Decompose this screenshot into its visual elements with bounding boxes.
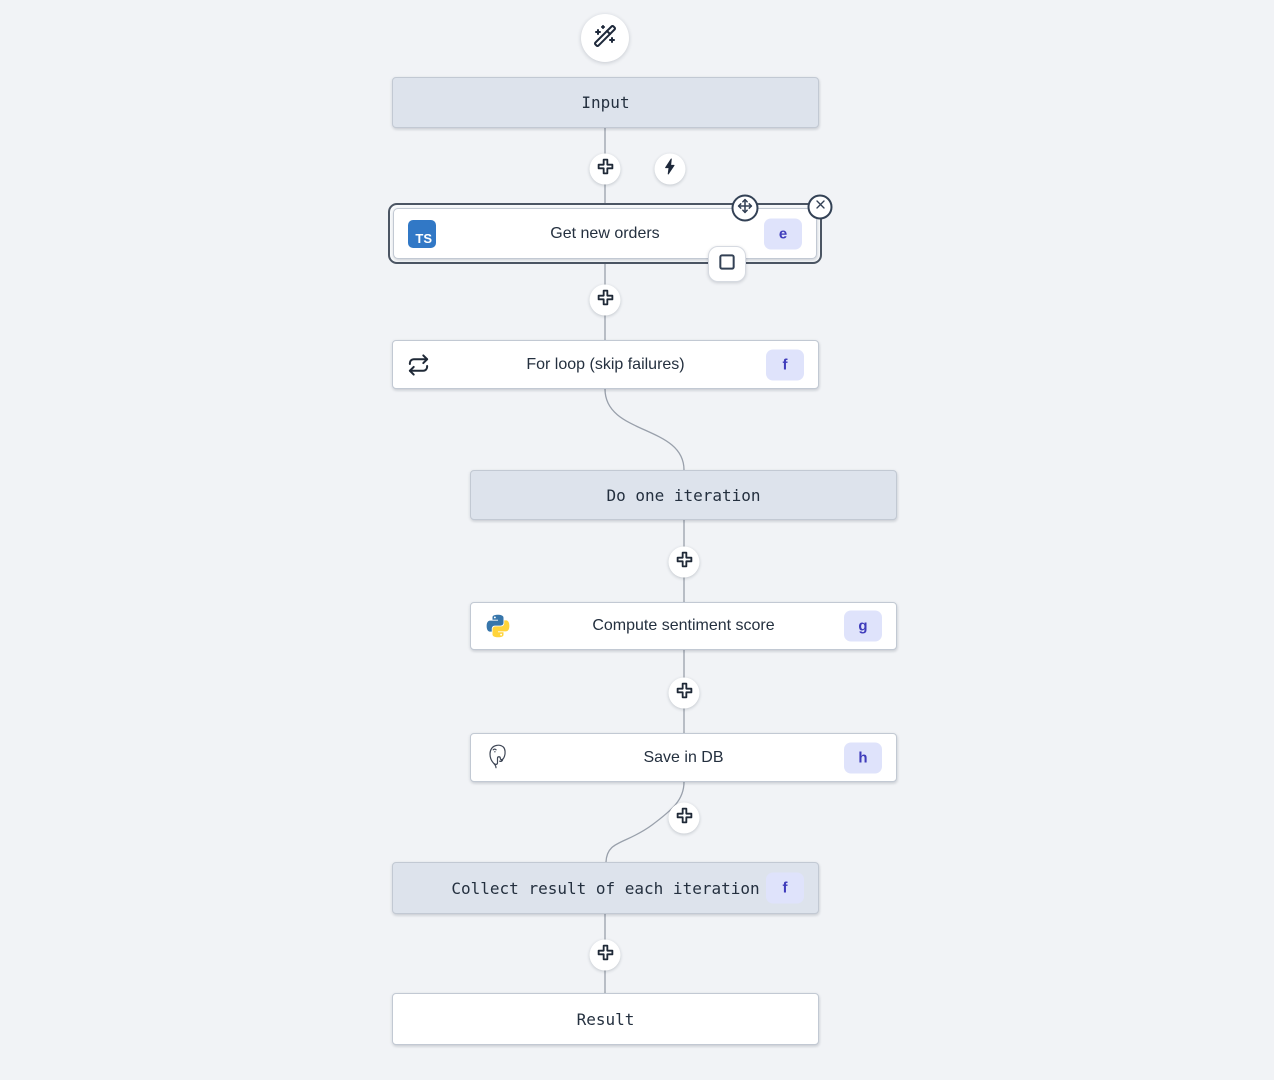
plus-icon [594, 942, 616, 969]
node-for-loop-badge: f [766, 349, 804, 380]
node-input[interactable]: Input [392, 77, 819, 128]
lightning-bolt-icon [661, 158, 679, 181]
node-get-new-orders-label: Get new orders [550, 224, 660, 242]
node-do-one-iteration-label: Do one iteration [606, 485, 761, 505]
move-node-button[interactable] [731, 194, 759, 222]
node-collect-result-label: Collect result of each iteration [451, 878, 760, 898]
repeat-icon [407, 353, 430, 376]
plus-icon [673, 805, 695, 832]
node-result-label: Result [576, 1009, 635, 1029]
postgresql-icon [485, 744, 509, 772]
close-icon [813, 198, 827, 217]
node-collect-result-badge: f [766, 872, 804, 904]
node-get-new-orders-badge: e [764, 218, 802, 249]
trigger-step-button[interactable] [654, 153, 686, 185]
node-compute-sentiment-score[interactable]: Compute sentiment score g [470, 602, 897, 650]
typescript-icon: TS [408, 219, 436, 248]
node-save-in-db-badge: h [844, 742, 882, 773]
add-step-button-5[interactable] [668, 802, 700, 834]
add-step-button-2[interactable] [589, 284, 621, 316]
wand-sparkles-icon [593, 24, 617, 53]
node-save-in-db-label: Save in DB [643, 748, 724, 766]
move-icon [737, 197, 754, 219]
node-compute-sentiment-score-badge: g [844, 610, 882, 642]
edge-forloop-dooneiteration [604, 388, 685, 471]
add-step-button-3[interactable] [668, 546, 700, 578]
node-for-loop[interactable]: For loop (skip failures) f [392, 340, 819, 389]
plus-icon [673, 549, 695, 576]
node-compute-sentiment-score-label: Compute sentiment score [592, 617, 775, 634]
delete-node-button[interactable] [807, 194, 833, 220]
add-step-button-4[interactable] [668, 677, 700, 709]
node-save-in-db[interactable]: Save in DB h [470, 733, 897, 782]
add-step-button-1[interactable] [589, 153, 621, 185]
add-step-button-6[interactable] [589, 939, 621, 971]
python-icon [485, 613, 511, 639]
plus-icon [673, 680, 695, 707]
trigger-button[interactable] [581, 14, 629, 62]
plus-icon [594, 287, 616, 314]
node-result[interactable]: Result [392, 993, 819, 1045]
node-input-label: Input [581, 93, 630, 112]
node-do-one-iteration[interactable]: Do one iteration [470, 470, 897, 520]
plus-icon [594, 156, 616, 183]
node-for-loop-label: For loop (skip failures) [526, 355, 685, 373]
node-collect-result[interactable]: Collect result of each iteration f [392, 862, 819, 914]
select-node-checkbox[interactable] [708, 246, 746, 282]
square-icon [717, 252, 737, 277]
